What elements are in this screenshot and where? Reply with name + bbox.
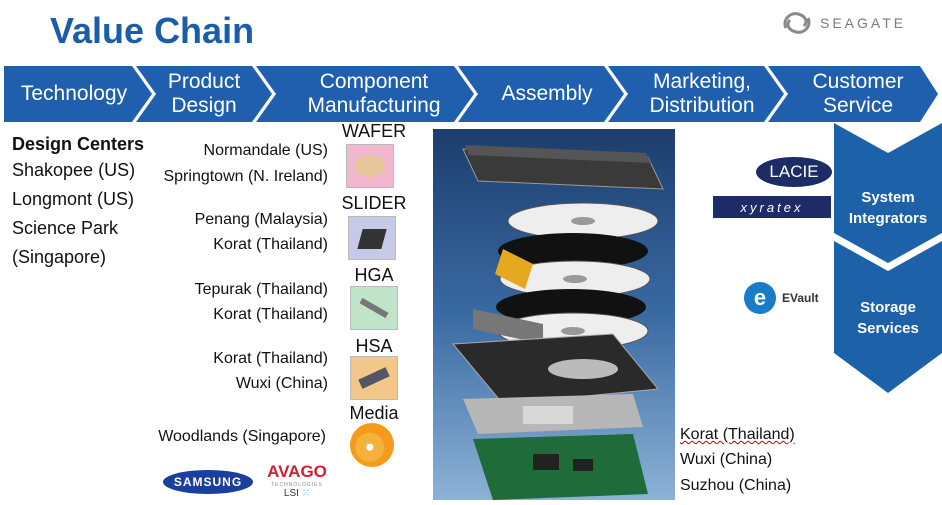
design-center-line: Longmont (US) xyxy=(12,189,135,209)
wafer-location: Springtown (N. Ireland) xyxy=(163,168,328,185)
chevron-label: Assembly xyxy=(501,82,593,105)
component-slider-label: SLIDER xyxy=(341,193,407,213)
hga-image xyxy=(350,286,398,330)
assembly-location: Wuxi (China) xyxy=(680,451,773,468)
hsa-image xyxy=(350,356,398,400)
avago-wordmark: AVAGO xyxy=(267,462,327,481)
samsung-logo: SAMSUNG xyxy=(163,470,253,494)
samsung-wordmark: SAMSUNG xyxy=(173,475,243,489)
seagate-swirl-icon xyxy=(783,12,811,34)
component-wafer-label: WAFER xyxy=(341,121,407,141)
value-chain-chevrons: Technology Product Design Component Manu… xyxy=(0,66,942,122)
xyratex-wordmark: xyratex xyxy=(740,199,804,215)
evault-wordmark: EVault xyxy=(782,291,819,305)
component-hsa-label: HSA xyxy=(355,336,393,356)
design-center-line: (Singapore) xyxy=(12,247,107,267)
media-location: Woodlands (Singapore) xyxy=(158,428,326,445)
lsi-wordmark: LSI xyxy=(283,488,299,499)
chevron-product-design xyxy=(136,66,272,122)
component-media-label: Media xyxy=(349,403,399,423)
seagate-logo: SEAGATE xyxy=(780,5,930,41)
page-title: Value Chain xyxy=(50,10,255,51)
exploded-drive-image xyxy=(433,129,675,500)
chevron-technology xyxy=(4,66,152,122)
component-hga-label: HGA xyxy=(354,265,394,285)
hsa-location: Korat (Thailand) xyxy=(213,350,328,367)
assembly-location: Korat (Thailand) xyxy=(680,426,795,443)
evault-logo: e EVault xyxy=(744,281,834,315)
storage-services-block xyxy=(834,241,942,393)
lacie-logo: LACIE xyxy=(756,157,832,187)
chevron-label: Technology xyxy=(20,82,128,105)
avago-subtitle: TECHNOLOGIES xyxy=(271,482,323,488)
system-integrators-label: System Integrators xyxy=(848,189,928,227)
chevron-component-manufacturing xyxy=(256,66,474,122)
wafer-location: Normandale (US) xyxy=(203,142,328,159)
evault-e-icon: e xyxy=(744,282,776,314)
slider-location: Penang (Malaysia) xyxy=(194,211,328,228)
slider-image xyxy=(348,216,396,260)
lsi-dots-icon: ⁙ xyxy=(301,488,311,499)
chevron-label: Product Design xyxy=(167,70,241,117)
design-center-line: Science Park xyxy=(12,218,119,238)
storage-services-label: Storage Services xyxy=(857,299,919,337)
chevron-label: Customer Service xyxy=(812,70,904,117)
media-disk-image xyxy=(350,423,398,467)
chevron-assembly xyxy=(458,66,624,122)
customer-service-arrows: System Integrators Storage Services xyxy=(834,123,942,403)
avago-lsi-logo: AVAGO TECHNOLOGIES LSI ⁙ xyxy=(266,462,328,499)
xyratex-logo: xyratex xyxy=(713,196,831,218)
assembly-location: Suzhou (China) xyxy=(680,477,792,494)
system-integrators-block xyxy=(834,123,942,263)
chevron-marketing xyxy=(608,66,784,122)
chevron-label: Marketing, Distribution xyxy=(649,70,755,117)
hga-location: Tepurak (Thailand) xyxy=(194,281,328,298)
chevron-label: Component Manufacturing xyxy=(307,70,441,117)
lacie-wordmark: LACIE xyxy=(769,162,819,181)
design-center-line: Shakopee (US) xyxy=(12,160,136,180)
design-centers-heading: Design Centers xyxy=(12,134,145,154)
hsa-location: Wuxi (China) xyxy=(235,375,328,392)
slider-location: Korat (Thailand) xyxy=(213,236,328,253)
chevron-customer-service xyxy=(768,66,938,122)
hga-location: Korat (Thailand) xyxy=(213,306,328,323)
seagate-wordmark: SEAGATE xyxy=(820,15,907,31)
wafer-image xyxy=(346,144,394,188)
